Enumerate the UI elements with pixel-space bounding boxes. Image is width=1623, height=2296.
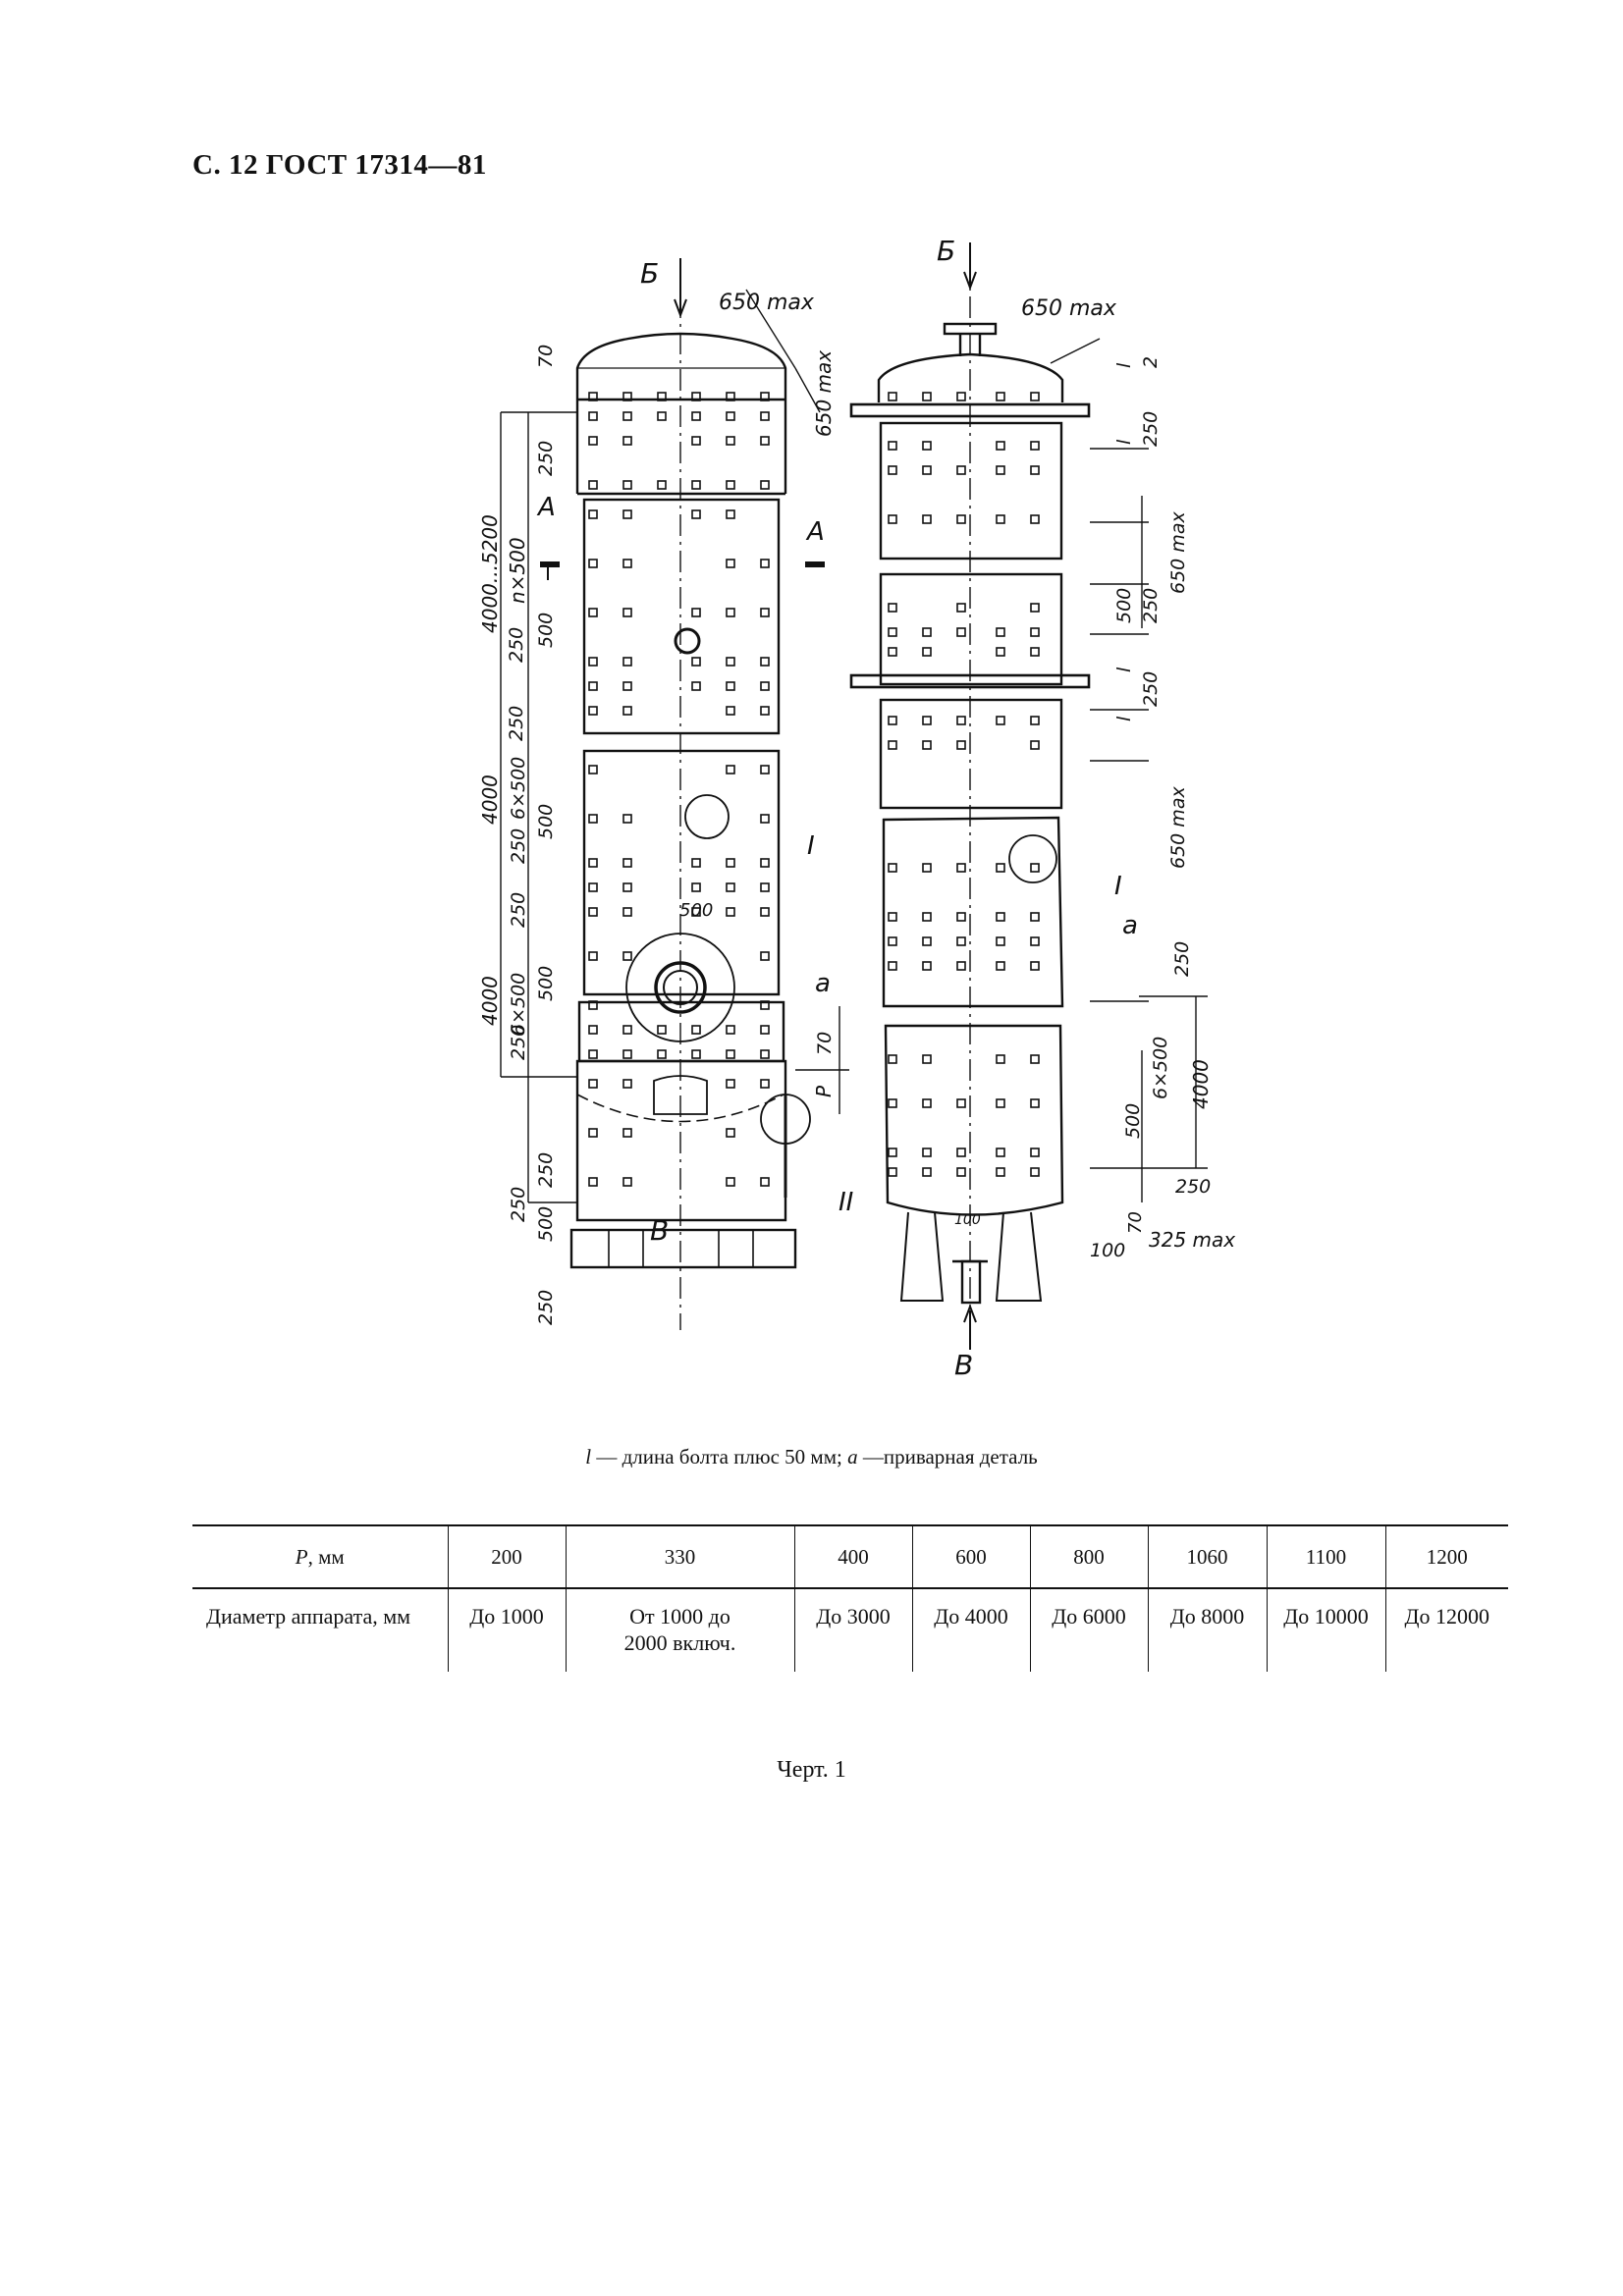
figure-label: Черт. 1 xyxy=(777,1757,846,1783)
caption-l-text: — длина болта плюс 50 мм; xyxy=(591,1445,848,1468)
dim-label: 2 xyxy=(1140,356,1162,368)
table-cell: До 8000 xyxy=(1147,1588,1267,1672)
table-cell: До 3000 xyxy=(793,1588,912,1672)
table-cell: До 12000 xyxy=(1384,1588,1508,1672)
parameter-table: P, мм 200 330 400 600 800 1060 1100 1200… xyxy=(192,1524,1508,1672)
table-cell: До 1000 xyxy=(447,1588,566,1672)
flow-mark: В xyxy=(650,1214,669,1247)
table-header-row: P, мм 200 330 400 600 800 1060 1100 1200 xyxy=(192,1525,1508,1588)
dim-label: 500 xyxy=(535,1206,557,1242)
table-header-cell: 400 xyxy=(793,1525,912,1588)
technical-drawing: Б 650 max 650 max 70 250 4000...5200 n×5… xyxy=(461,231,1267,1394)
dim-label: 4000 xyxy=(478,774,502,825)
table-header-cell: 200 xyxy=(447,1525,566,1588)
dim-label: 250 xyxy=(506,706,527,741)
detail-mark: II xyxy=(839,1188,853,1217)
dim-label: 70 xyxy=(535,345,557,368)
header-p-symbol: P xyxy=(295,1544,308,1569)
dim-label: 250 xyxy=(1171,941,1193,977)
dim-label: 500 xyxy=(1113,588,1135,623)
dim-label: 250 xyxy=(508,1025,529,1060)
left-labels: Б 650 max 650 max 70 250 4000...5200 n×5… xyxy=(478,257,853,1325)
dim-label: 250 xyxy=(1175,1176,1211,1198)
dim-label: 70 xyxy=(1125,1211,1146,1234)
table-header-cell: 1200 xyxy=(1384,1525,1508,1588)
dim-label: 250 xyxy=(508,828,529,864)
dim-label: l xyxy=(1113,667,1135,672)
dim-label: 100 xyxy=(954,1212,981,1228)
table-cell: До 6000 xyxy=(1029,1588,1148,1672)
dim-label: 250 xyxy=(1140,671,1162,707)
dim-label: 70 xyxy=(814,1032,836,1055)
dim-label: 500 xyxy=(535,804,557,839)
table-header-cell: 1060 xyxy=(1147,1525,1267,1588)
dim-label: 250 xyxy=(535,1290,557,1325)
page-header: С. 12 ГОСТ 17314—81 xyxy=(192,149,487,181)
dim-label: P xyxy=(812,1085,836,1097)
dim-label: l xyxy=(1113,439,1135,445)
dim-label: 325 max xyxy=(1149,1228,1235,1252)
dim-label: l xyxy=(1113,362,1135,368)
dim-label: l xyxy=(1113,716,1135,721)
dim-label: 650 max xyxy=(719,291,815,315)
dim-label: 4000...5200 xyxy=(478,514,502,633)
left-vessel xyxy=(500,258,849,1330)
dim-label: 250 xyxy=(1140,588,1162,623)
dim-label: 500 xyxy=(535,966,557,1001)
detail-mark: I xyxy=(1114,872,1122,901)
dim-label: 250 xyxy=(508,1187,529,1222)
caption-a-symbol: а xyxy=(847,1445,858,1468)
dim-label: 6×500 xyxy=(508,973,529,1036)
dim-label: 650 max xyxy=(1021,296,1117,321)
dim-label: 500 xyxy=(679,900,713,921)
dim-label: 250 xyxy=(535,1152,557,1188)
detail-mark: I xyxy=(807,831,815,861)
dim-label: 250 xyxy=(508,892,529,928)
detail-mark: a xyxy=(1122,911,1138,940)
dim-label: n×500 xyxy=(506,537,529,604)
section-mark: A xyxy=(805,517,825,547)
dim-label: 650 max xyxy=(812,350,836,437)
dim-label: 6×500 xyxy=(1150,1037,1171,1099)
dim-label: 500 xyxy=(535,613,557,648)
dim-label: 650 max xyxy=(1167,786,1189,869)
dim-label: 650 max xyxy=(1167,511,1189,594)
header-p-unit: , мм xyxy=(307,1544,345,1569)
section-mark: A xyxy=(536,493,556,522)
dim-label: 500 xyxy=(1122,1103,1144,1139)
dim-label: 4000 xyxy=(1189,1059,1213,1109)
right-labels: Б 650 max l 2 l 250 650 max 500 250 l 25… xyxy=(937,235,1235,1381)
dim-label: Б xyxy=(937,235,955,267)
table-header-cell: 600 xyxy=(911,1525,1030,1588)
table-header-cell: 800 xyxy=(1029,1525,1148,1588)
dim-label: 250 xyxy=(1140,411,1162,447)
dim-label: 100 xyxy=(1090,1240,1125,1261)
table-row: Диаметр аппарата, мм До 1000 От 1000 до … xyxy=(192,1588,1508,1672)
detail-mark: a xyxy=(815,969,831,998)
dim-label: 4000 xyxy=(478,976,502,1026)
table-header-cell: 1100 xyxy=(1266,1525,1385,1588)
right-vessel xyxy=(849,242,1208,1350)
caption-l-symbol: l xyxy=(585,1445,592,1468)
table-header-cell: 330 xyxy=(565,1525,794,1588)
dim-label: 250 xyxy=(535,441,557,476)
table-cell: До 4000 xyxy=(911,1588,1030,1672)
dim-label: 250 xyxy=(506,627,527,663)
caption-a-text: —приварная деталь xyxy=(857,1445,1038,1468)
dim-label: Б xyxy=(640,257,659,290)
table-header-label: P, мм xyxy=(192,1525,448,1588)
drawing-caption: l — длина болта плюс 50 мм; а —приварная… xyxy=(0,1445,1623,1469)
flow-mark: В xyxy=(954,1349,973,1381)
table-cell: От 1000 до 2000 включ. xyxy=(565,1588,794,1672)
dim-label: 6×500 xyxy=(508,757,529,820)
table-row-label: Диаметр аппарата, мм xyxy=(206,1604,411,1629)
table-cell: До 10000 xyxy=(1266,1588,1385,1672)
